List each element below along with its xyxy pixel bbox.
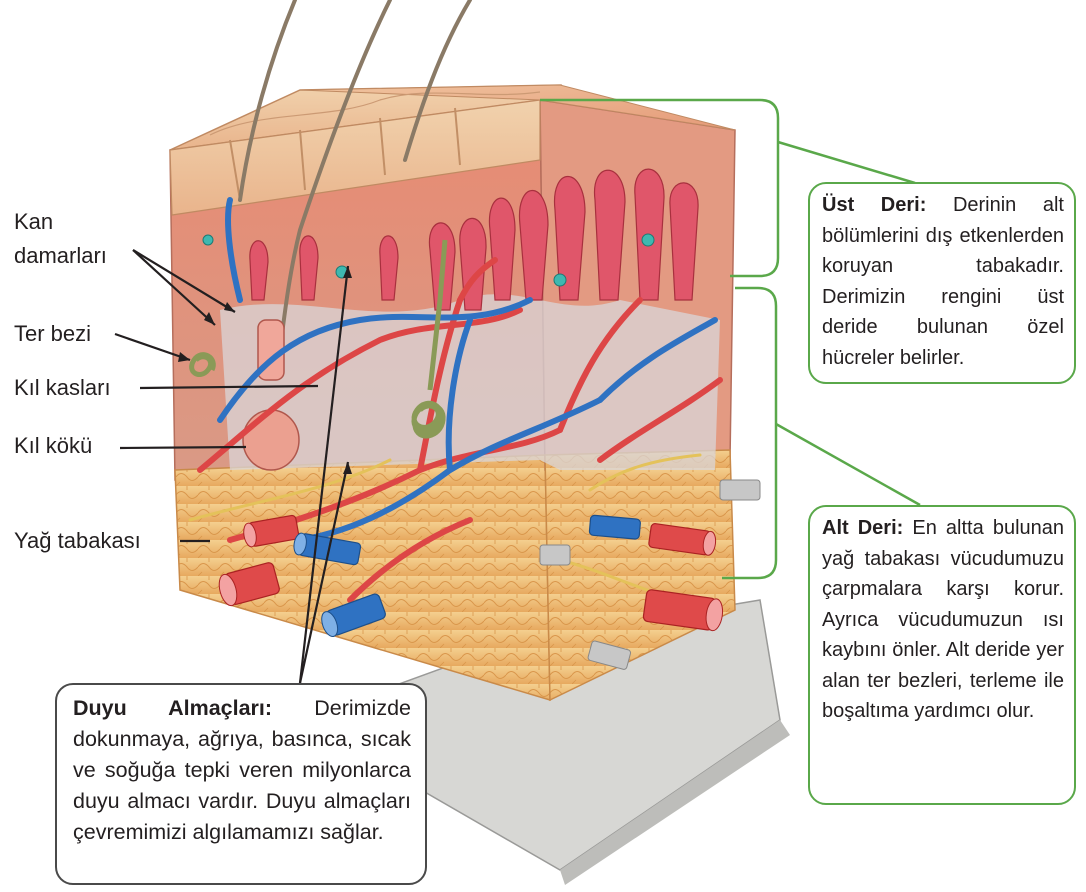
label-kan-damarlari-line1: Kan xyxy=(14,209,53,235)
label-kan-damarlari-line2: damarları xyxy=(14,243,107,269)
label-kil-koku: Kıl kökü xyxy=(14,433,92,459)
alt-deri-box: Alt Deri: En altta bulunan yağ tabakası … xyxy=(808,505,1076,805)
ust-deri-box: Üst Deri: Derinin alt bölümlerini dış et… xyxy=(808,182,1076,384)
alt-deri-text: En altta bulunan yağ tabakası vücudumuzu… xyxy=(822,517,1064,722)
ust-deri-title: Üst Deri: xyxy=(822,194,953,216)
ust-deri-text: Derinin alt bölümlerini dış etkenlerden … xyxy=(822,194,1064,369)
label-kil-kaslari: Kıl kasları xyxy=(14,375,111,401)
label-ter-bezi: Ter bezi xyxy=(14,321,91,347)
duyu-almaclari-title: Duyu Almaçları: xyxy=(73,696,314,720)
label-yag-tabakasi: Yağ tabakası xyxy=(14,528,141,554)
alt-deri-title: Alt Deri: xyxy=(822,517,912,539)
duyu-almaclari-box: Duyu Almaçları: Derimizde dokunmaya, ağr… xyxy=(55,683,427,885)
